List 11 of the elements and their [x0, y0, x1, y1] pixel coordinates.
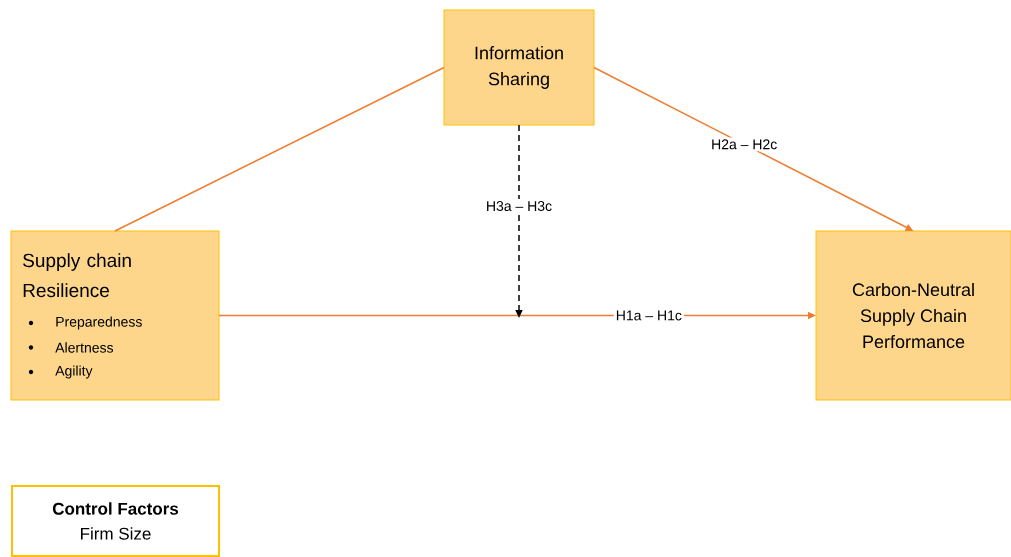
- edge-label: H1a – H1c: [613, 308, 684, 323]
- construct-box: Carbon-Neutral Supply Chain Performance: [815, 230, 1011, 401]
- note-box: Control Factors Firm Size: [11, 485, 220, 557]
- list-item: Agility: [55, 365, 93, 379]
- edge-label: H3a – H3c: [483, 199, 555, 213]
- connector-line: [114, 66, 445, 232]
- construct-box: Information Sharing: [443, 9, 595, 126]
- list-item: Alertness: [55, 342, 114, 353]
- heading-text: Supply chain Resilience: [23, 253, 131, 298]
- edge-label: H2a – H2c: [709, 137, 780, 152]
- list-item: Preparedness: [56, 316, 142, 330]
